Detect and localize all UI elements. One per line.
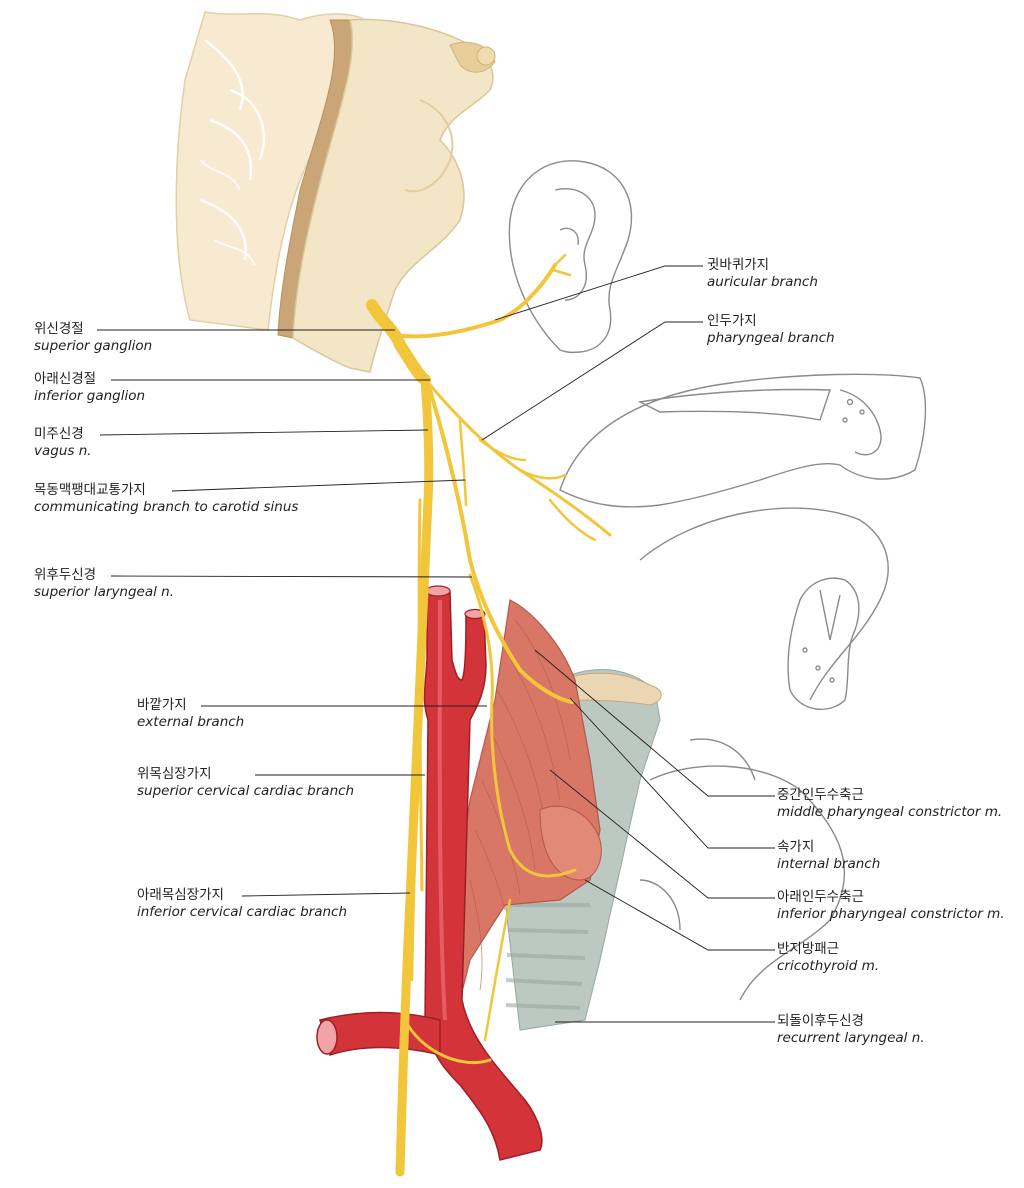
- label-ko: 바깥가지: [137, 697, 187, 713]
- label-en: vagus n.: [34, 443, 92, 459]
- carotid-and-subclavian-arteries: [316, 585, 543, 1161]
- label-superior-laryngeal-nerve: 위후두신경 superior laryngeal n.: [34, 567, 174, 601]
- label-superior-cervical-cardiac-branch: 위목심장가지 superior cervical cardiac branch: [137, 766, 354, 800]
- label-cricothyroid: 반지방패근 cricothyroid m.: [777, 941, 879, 975]
- label-ko: 중간인두수축근: [777, 787, 864, 803]
- label-inferior-pharyngeal-constrictor: 아래인두수축근 inferior pharyngeal constrictor …: [777, 889, 1005, 923]
- brainstem-cerebellum: [175, 11, 496, 373]
- label-en: inferior cervical cardiac branch: [137, 904, 348, 920]
- label-ko: 미주신경: [34, 426, 84, 442]
- label-ko: 되돌이후두신경: [777, 1013, 864, 1029]
- label-ko: 위목심장가지: [137, 766, 212, 782]
- label-ko: 아래인두수축근: [777, 889, 864, 905]
- label-internal-branch: 속가지 internal branch: [777, 839, 880, 873]
- label-ko: 아래목심장가지: [137, 887, 224, 903]
- label-vagus-nerve: 미주신경 vagus n.: [34, 426, 92, 460]
- label-ko: 목동맥팽대교통가지: [34, 482, 146, 498]
- label-en: external branch: [137, 714, 245, 730]
- label-en: superior laryngeal n.: [34, 584, 175, 600]
- ear-outline: [508, 160, 633, 354]
- label-inferior-cervical-cardiac-branch: 아래목심장가지 inferior cervical cardiac branch: [137, 887, 347, 921]
- label-pharyngeal-branch: 인두가지 pharyngeal branch: [707, 313, 835, 347]
- label-inferior-ganglion: 아래신경절 inferior ganglion: [34, 371, 145, 405]
- label-en: middle pharyngeal constrictor m.: [777, 804, 1003, 820]
- label-ko: 위후두신경: [34, 567, 97, 583]
- label-recurrent-laryngeal-nerve: 되돌이후두신경 recurrent laryngeal n.: [777, 1013, 925, 1047]
- label-en: superior cervical cardiac branch: [137, 783, 355, 799]
- label-carotid-sinus-branch: 목동맥팽대교통가지 communicating branch to caroti…: [34, 482, 298, 516]
- label-en: communicating branch to carotid sinus: [34, 499, 299, 515]
- label-ko: 위신경절: [34, 321, 84, 337]
- label-en: inferior pharyngeal constrictor m.: [777, 906, 1005, 922]
- vagus-nerve: [366, 253, 612, 1177]
- label-superior-ganglion: 위신경절 superior ganglion: [34, 321, 152, 355]
- label-middle-pharyngeal-constrictor: 중간인두수축근 middle pharyngeal constrictor m.: [777, 787, 1002, 821]
- label-ko: 아래신경절: [34, 371, 97, 387]
- label-en: superior ganglion: [34, 338, 153, 354]
- label-en: internal branch: [777, 856, 881, 872]
- label-en: inferior ganglion: [34, 388, 146, 404]
- label-ko: 인두가지: [707, 313, 757, 329]
- label-en: auricular branch: [707, 274, 818, 290]
- label-ko: 반지방패근: [777, 941, 840, 957]
- label-en: cricothyroid m.: [777, 958, 880, 974]
- label-ko: 귓바퀴가지: [707, 257, 770, 273]
- leader-lines: [97, 265, 775, 1023]
- label-external-branch: 바깥가지 external branch: [137, 697, 244, 731]
- label-auricular-branch: 귓바퀴가지 auricular branch: [707, 257, 818, 291]
- skull-base-outline: [559, 373, 927, 1001]
- label-en: pharyngeal branch: [707, 330, 835, 346]
- label-ko: 속가지: [777, 839, 815, 855]
- label-en: recurrent laryngeal n.: [777, 1030, 925, 1046]
